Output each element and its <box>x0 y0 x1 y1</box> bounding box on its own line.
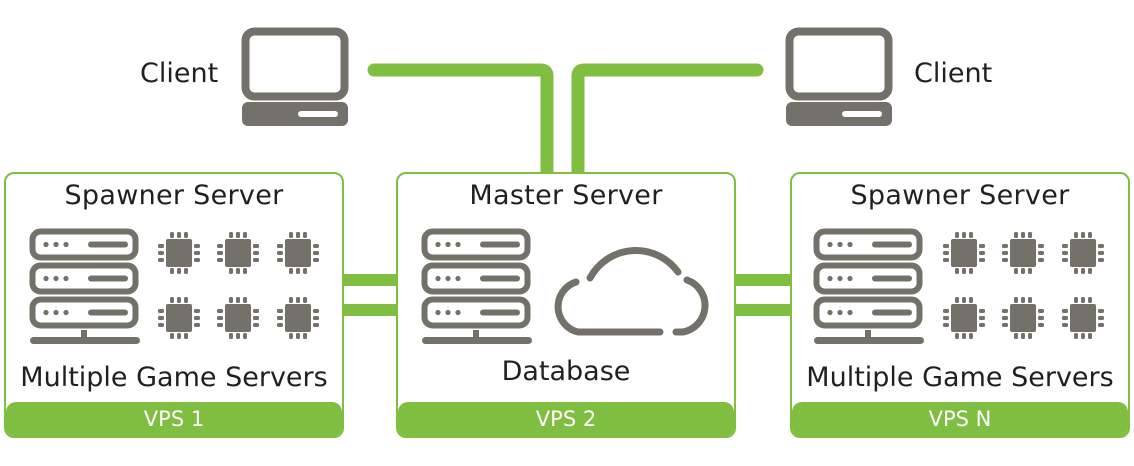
node-subtitle: Multiple Game Servers <box>806 362 1114 393</box>
cpu-chip-icon <box>1062 297 1104 339</box>
client-label-left: Client <box>140 58 219 89</box>
vps1-link-top <box>344 274 398 286</box>
cpu-chip-icon <box>943 232 985 274</box>
cpu-chip-icon <box>217 232 259 274</box>
server-rack-icon <box>421 228 532 344</box>
cpu-chip-icon <box>1062 232 1104 274</box>
client-link-left <box>367 63 554 181</box>
cpu-chip-icon <box>158 232 200 274</box>
cpu-chip-icon <box>277 297 319 339</box>
vpsn-link-bottom <box>736 304 792 316</box>
server-rack-icon <box>29 228 140 344</box>
node-title: Spawner Server <box>64 180 284 211</box>
cpu-chip-icon <box>158 297 200 339</box>
vps-2-box: Master Server Database VPS 2 <box>396 172 736 438</box>
cloud-icon <box>554 247 709 336</box>
client-label-right: Client <box>914 58 993 89</box>
vpsn-link-top <box>736 274 792 286</box>
node-footer: VPS 2 <box>398 402 734 436</box>
node-subtitle: Multiple Game Servers <box>20 362 328 393</box>
cpu-chip-icon <box>943 297 985 339</box>
desktop-computer-icon <box>785 27 893 126</box>
cpu-chip-icon <box>1002 232 1044 274</box>
node-footer: VPS 1 <box>6 402 342 436</box>
node-title: Spawner Server <box>850 180 1070 211</box>
vps1-link-bottom <box>344 304 398 316</box>
desktop-computer-icon <box>241 27 349 126</box>
node-footer: VPS N <box>792 402 1128 436</box>
cpu-chip-icon <box>1002 297 1044 339</box>
client-link-right <box>571 63 764 181</box>
node-subtitle: Database <box>501 356 631 387</box>
server-rack-icon <box>813 228 924 344</box>
node-title: Master Server <box>469 180 663 211</box>
cpu-chip-icon <box>277 232 319 274</box>
cpu-chip-icon <box>217 297 259 339</box>
